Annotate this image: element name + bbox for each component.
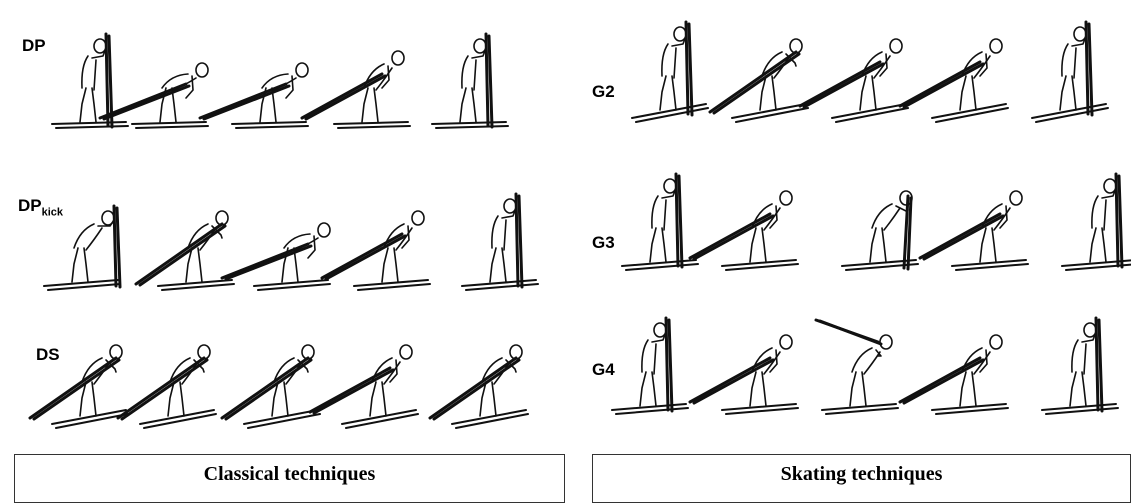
- label-ds: DS: [36, 345, 60, 365]
- skier-g3-3: [842, 191, 918, 270]
- skier-g2-5: [1032, 22, 1108, 122]
- skier-g4-4: [900, 335, 1008, 414]
- skier-ds-2: [118, 345, 216, 428]
- skier-g4-1: [612, 318, 688, 414]
- classical-caption: Classical techniques: [15, 463, 564, 486]
- label-g2: G2: [592, 82, 615, 102]
- skier-g4-3: [816, 320, 898, 414]
- skier-g3-5: [1062, 174, 1131, 270]
- skier-g4-5: [1042, 318, 1118, 414]
- skier-g2-2: [710, 39, 808, 122]
- skating-caption-box: Skating techniques: [592, 454, 1131, 503]
- skier-dp-2: [100, 63, 208, 128]
- skier-dp-4: [302, 51, 410, 128]
- skier-dpkick-2: [136, 211, 234, 290]
- classical-caption-box: Classical techniques: [14, 454, 565, 503]
- skier-ds-3: [222, 345, 320, 428]
- skier-dp-5: [432, 34, 508, 128]
- skier-dp-3: [200, 63, 308, 128]
- label-g4: G4: [592, 360, 615, 380]
- skating-caption: Skating techniques: [593, 463, 1130, 486]
- label-g3: G3: [592, 233, 615, 253]
- skier-dpkick-5: [462, 194, 538, 290]
- skier-g2-1: [632, 22, 708, 122]
- skier-g2-3: [800, 39, 908, 122]
- skier-g4-2: [690, 335, 798, 414]
- skier-dpkick-3: [222, 223, 330, 290]
- skier-ds-4: [310, 345, 418, 428]
- skier-dpkick-4: [322, 211, 430, 290]
- skier-g3-4: [920, 191, 1028, 270]
- skier-dpkick-1: [44, 206, 120, 290]
- skier-g3-1: [622, 174, 698, 270]
- label-dp: DP: [22, 36, 46, 56]
- skier-ds-5: [430, 345, 528, 428]
- skier-g3-2: [690, 191, 798, 270]
- skier-g2-4: [900, 39, 1008, 122]
- label-dp-kick: DPkick: [18, 196, 63, 218]
